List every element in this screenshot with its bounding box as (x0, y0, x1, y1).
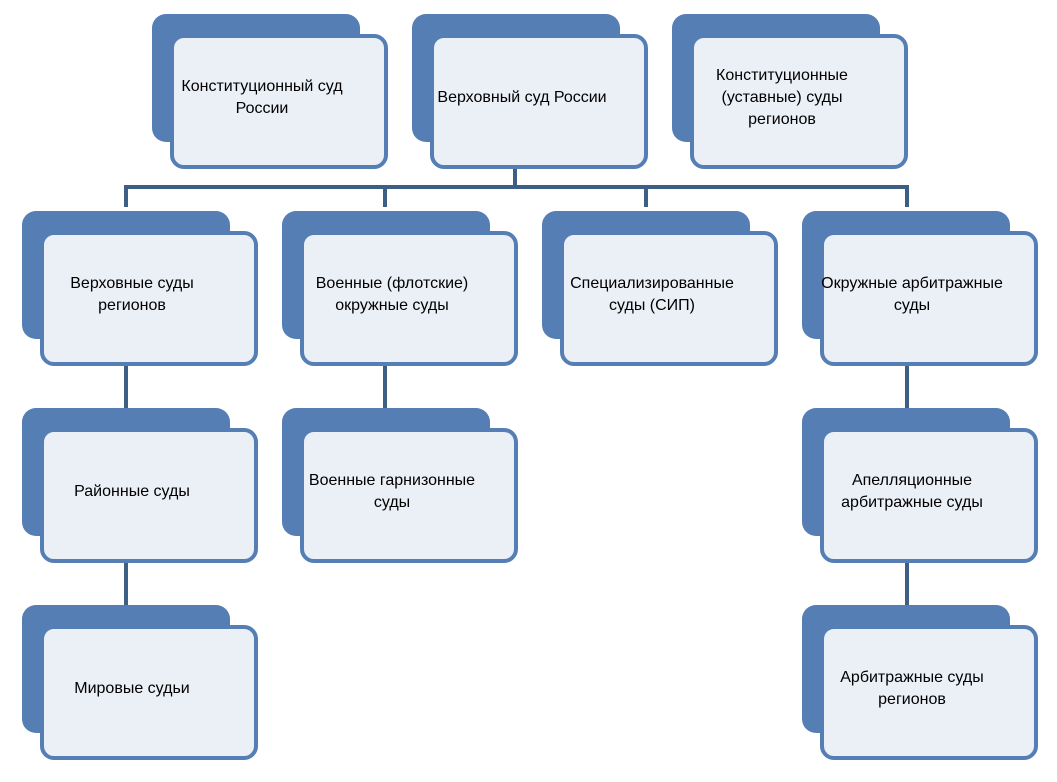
node-label: Военные (флотские) окружные суды (315, 275, 469, 314)
node-specialized-courts: Специализированные суды (СИП) (542, 211, 780, 366)
node-label: Военные гарнизонные суды (308, 472, 476, 511)
node-box (40, 231, 258, 366)
node-military-garrison-courts: Военные гарнизонные суды (282, 408, 520, 563)
node-supreme-courts-regions: Верховные суды регионов (22, 211, 260, 366)
node-box (170, 34, 388, 169)
node-label: Конституционный суд России (181, 78, 343, 117)
node-box (40, 625, 258, 760)
node-label: Верховный суд России (437, 89, 607, 106)
node-label: Окружные арбитражные суды (821, 275, 1003, 314)
node-military-district-courts: Военные (флотские) окружные суды (282, 211, 520, 366)
node-label: Конституционные (уставные) суды регионов (716, 67, 848, 128)
node-regional-arbitration-courts: Арбитражные суды регионов (802, 605, 1040, 760)
node-label: Апелляционные арбитражные суды (841, 472, 983, 511)
node-appeal-arbitration-courts: Апелляционные арбитражные суды (802, 408, 1040, 563)
node-label: Верховные суды регионов (70, 275, 194, 314)
node-box (300, 428, 518, 563)
node-label: Районные суды (74, 483, 190, 500)
node-box (820, 625, 1038, 760)
node-box (690, 34, 908, 169)
node-box (430, 34, 648, 169)
node-box (820, 428, 1038, 563)
node-label: Арбитражные суды регионов (840, 669, 984, 708)
node-constitutional-courts-regions: Конституционные (уставные) суды регионов (672, 14, 910, 169)
node-label: Специализированные суды (СИП) (570, 275, 734, 314)
node-district-courts: Районные суды (22, 408, 260, 563)
node-label: Мировые судьи (74, 680, 190, 697)
node-box (820, 231, 1038, 366)
node-constitutional-court-russia: Конституционный суд России (152, 14, 390, 169)
node-box (560, 231, 778, 366)
node-supreme-court-russia: Верховный суд России (412, 14, 650, 169)
node-district-arbitration-courts: Окружные арбитражные суды (802, 211, 1040, 366)
node-box (300, 231, 518, 366)
node-magistrates: Мировые судьи (22, 605, 260, 760)
node-box (40, 428, 258, 563)
